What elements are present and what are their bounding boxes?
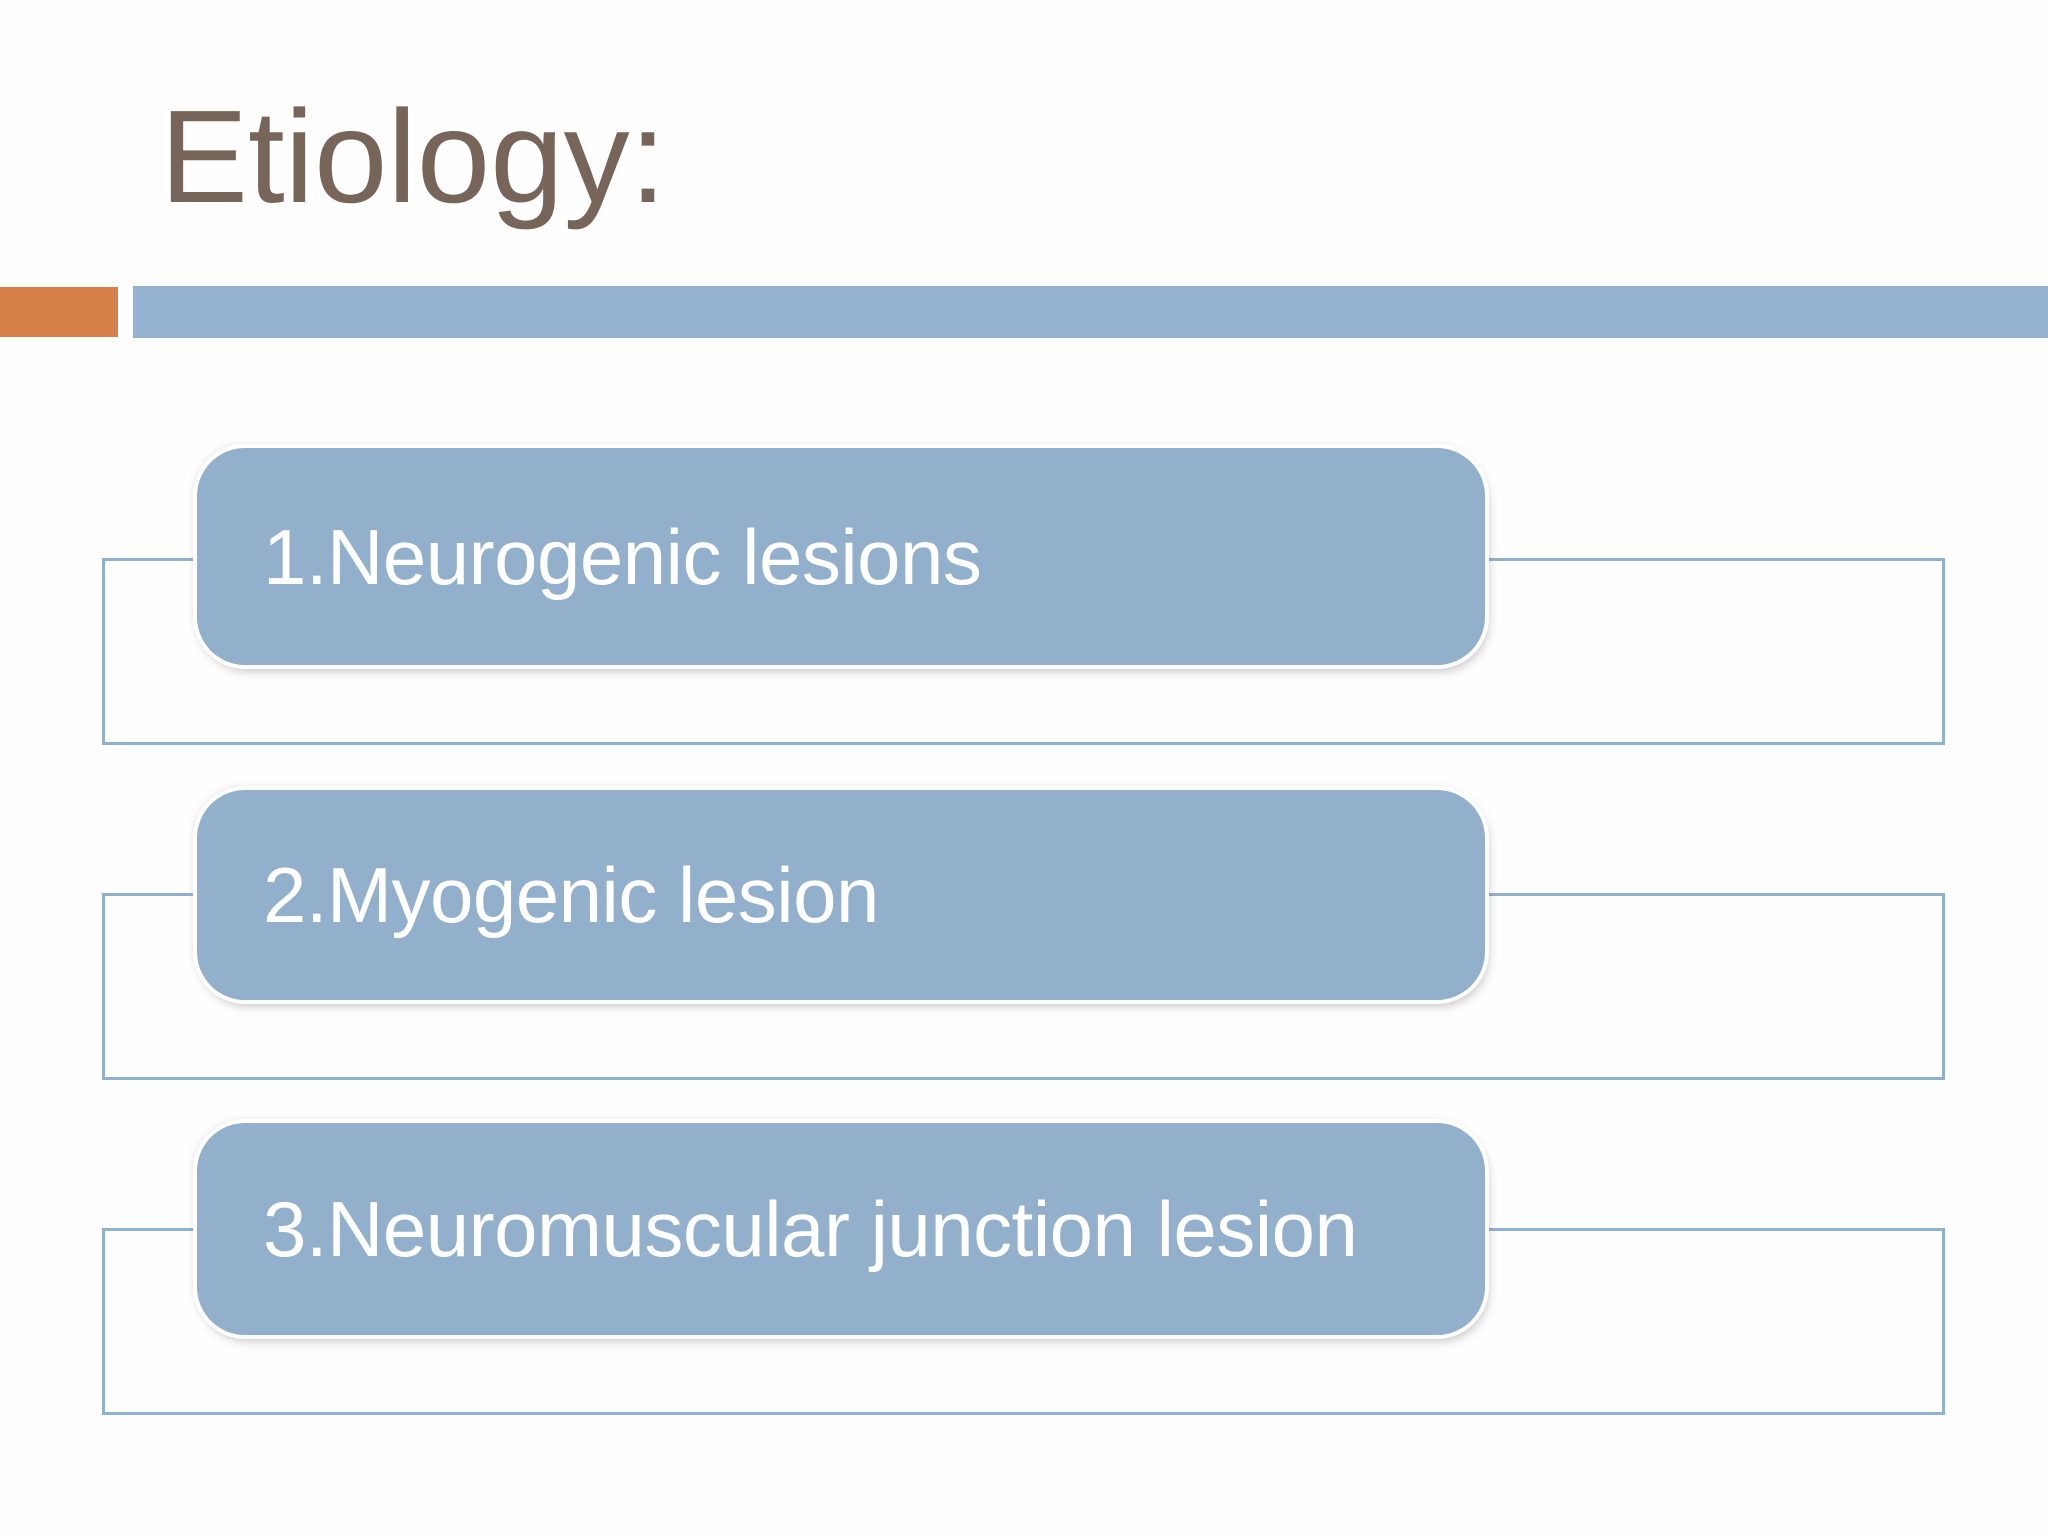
item-label: 3.Neuromuscular junction lesion [263,1185,1358,1273]
item-box: 3.Neuromuscular junction lesion [197,1123,1485,1335]
item-box: 1.Neurogenic lesions [197,448,1485,665]
accent-bar-orange [0,287,118,337]
item-label: 1.Neurogenic lesions [263,512,982,601]
accent-bar-blue [133,286,2048,338]
item-label: 2.Myogenic lesion [263,851,879,939]
item-box: 2.Myogenic lesion [197,790,1485,1000]
page-title: Etiology: [160,83,667,230]
